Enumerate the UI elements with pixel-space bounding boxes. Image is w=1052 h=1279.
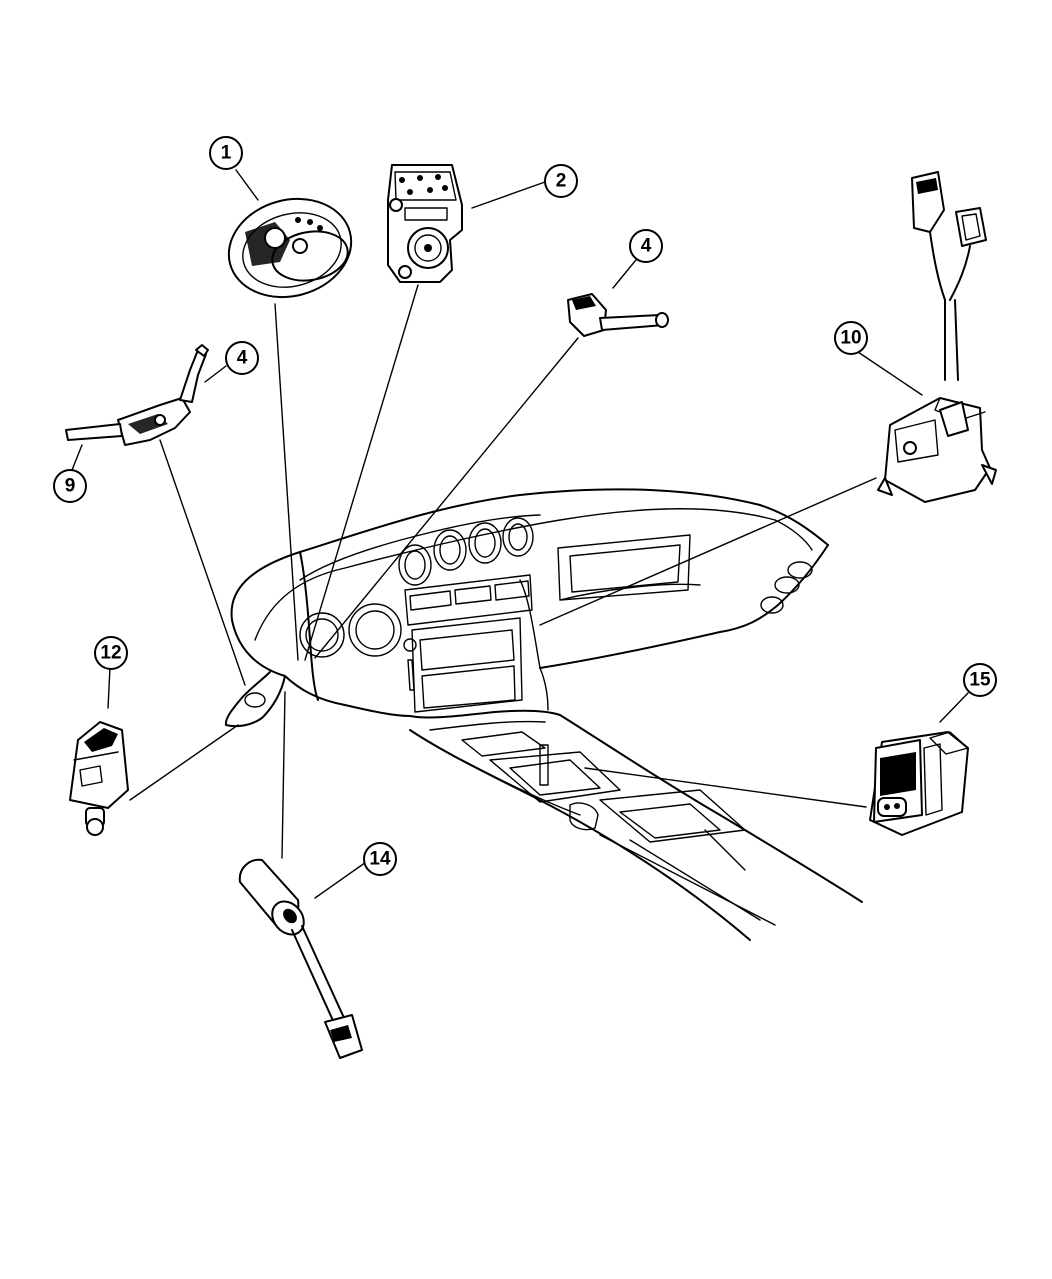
callout-4-top: 4 [629,229,663,263]
callout-15: 15 [963,663,997,697]
callout-4-left-label: 4 [237,348,248,369]
callout-10-label: 10 [840,328,861,349]
callout-12: 12 [94,636,128,670]
part-15-rocker-switch [869,731,969,836]
callout-2-label: 2 [556,171,567,192]
callout-14: 14 [363,842,397,876]
center-stack [403,574,533,713]
leader-lines [71,169,969,899]
passenger-vents [557,534,813,614]
callout-2: 2 [544,164,578,198]
part-4-9-multifunction-switch [65,344,209,446]
callout-14-label: 14 [369,849,391,870]
callout-4-left: 4 [225,341,259,375]
dashboard-illustration [224,488,863,941]
part-14-sensor [238,858,363,1059]
callout-15-label: 15 [969,670,991,691]
part-10-module-harness [877,171,997,503]
part-4-wiper-switch-right [567,293,669,337]
part-2-ignition-module [387,164,463,283]
gauge-cluster [299,517,534,658]
callout-4-top-label: 4 [641,236,652,257]
callout-9: 9 [53,469,87,503]
callout-1: 1 [209,136,243,170]
part-1-clockspring [227,197,353,299]
callout-9-label: 9 [65,476,76,497]
callout-10: 10 [834,321,868,355]
callout-1-label: 1 [221,143,232,164]
part-12-switch [69,721,129,836]
callout-12-label: 12 [100,643,121,664]
center-console [409,579,863,941]
